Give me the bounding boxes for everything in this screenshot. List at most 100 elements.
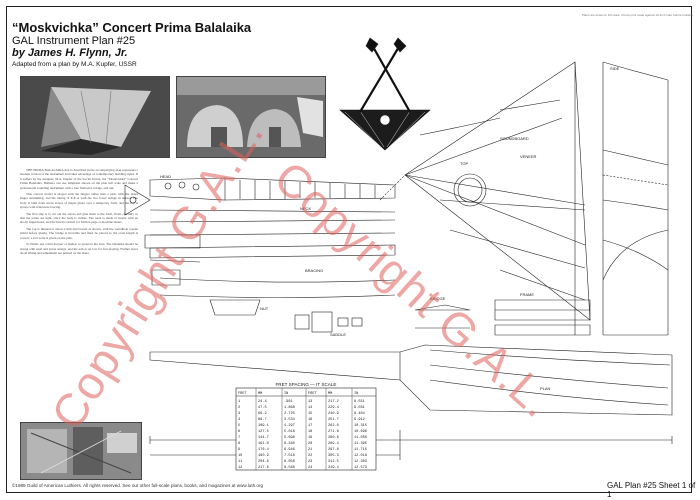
plan-subtitle: GAL Instrument Plan #25 bbox=[12, 35, 136, 47]
label-neck: NECK bbox=[300, 206, 311, 211]
fret-table-title: FRET SPACING — IT SCALE bbox=[275, 382, 336, 387]
fret-table-cell: 12 bbox=[238, 466, 242, 470]
fret-table-cell: 89.7 bbox=[258, 418, 267, 422]
fret-table-cell: 11.395 bbox=[354, 442, 367, 446]
intro-paragraph: The first step is to cut out the staves … bbox=[20, 211, 138, 225]
fret-table-cell: 21 bbox=[308, 448, 312, 452]
label-frame: FRAME bbox=[520, 292, 534, 297]
fret-table-cell: 11.056 bbox=[354, 436, 367, 440]
side-profile-view bbox=[602, 61, 669, 336]
photo-staves-image bbox=[177, 77, 325, 157]
fret-table-cell: 127.5 bbox=[258, 430, 269, 434]
fret-table-cell: 7.518 bbox=[284, 454, 295, 458]
intro-paragraph: This concert model is played with the fi… bbox=[20, 192, 138, 210]
fret-table-cell: 8.551 bbox=[354, 400, 365, 404]
fret-table-cell: 12.018 bbox=[354, 454, 367, 458]
fret-table-cell: 16 bbox=[308, 418, 312, 422]
balalaika-illustration bbox=[339, 37, 431, 151]
intro-paragraph: THE PRIMA BALALAIKA that is described in… bbox=[20, 168, 138, 190]
fret-table-cell: 6.340 bbox=[284, 442, 295, 446]
fret-table-cell: 109.1 bbox=[258, 424, 269, 428]
fret-table-cell: 47.5 bbox=[258, 406, 267, 410]
plan-title: “Moskvichka” Concert Prima Balalaika bbox=[12, 20, 252, 35]
fret-table-header: IN bbox=[354, 392, 358, 396]
fret-table-cell: 17 bbox=[308, 424, 312, 428]
fret-table-cell: 240.9 bbox=[328, 412, 339, 416]
fret-table-cell: 229.4 bbox=[328, 406, 339, 410]
head-side-view bbox=[144, 234, 261, 316]
label-soundboard: SOUNDBOARD bbox=[500, 136, 529, 141]
photo-workbench bbox=[20, 422, 142, 480]
fret-table-header: MM bbox=[328, 392, 332, 396]
fret-table-cell: .961 bbox=[284, 400, 293, 404]
fret-table-cell: 297.6 bbox=[328, 448, 339, 452]
photo-staves-on-form bbox=[176, 76, 326, 158]
fret-table-cell: 3 bbox=[238, 412, 240, 416]
photo-bowl-image bbox=[21, 77, 169, 157]
fret-table-cell: 9 bbox=[238, 448, 240, 452]
fret-table-cell: 24.4 bbox=[258, 400, 267, 404]
fret-table-cell: 6 bbox=[238, 430, 240, 434]
fret-table-cell: 9.912 bbox=[354, 418, 365, 422]
fret-table-cell: 5.018 bbox=[284, 430, 295, 434]
label-plan: PLAN bbox=[540, 386, 551, 391]
sheet-border bbox=[6, 6, 692, 493]
fret-table-cell: 22 bbox=[308, 454, 312, 458]
fret-table-cell: 190.9 bbox=[258, 454, 269, 458]
fret-table-header: IN bbox=[284, 392, 288, 396]
label-saddle: SADDLE bbox=[330, 332, 346, 337]
fret-table-cell: 312.5 bbox=[328, 460, 339, 464]
fret-table-cell: 161.0 bbox=[258, 442, 269, 446]
label-nut: NUT bbox=[260, 306, 269, 311]
fret-table-cell: 204.6 bbox=[258, 460, 269, 464]
fret-table-cell: 10 bbox=[238, 454, 242, 458]
detail-drawings bbox=[294, 299, 591, 336]
fret-table-cell: 280.8 bbox=[328, 436, 339, 440]
footer-plan-number: GAL Plan #25 Sheet 1 of 1 bbox=[607, 481, 696, 499]
fret-table-cell: 24 bbox=[308, 466, 312, 470]
fret-table-cell: 69.2 bbox=[258, 412, 267, 416]
fret-table-cell: 1.868 bbox=[284, 406, 295, 410]
fret-table-cell: 319.4 bbox=[328, 466, 339, 470]
intro-text: THE PRIMA BALALAIKA that is described in… bbox=[20, 168, 138, 436]
fret-table-cell: 217.2 bbox=[328, 400, 339, 404]
fret-table-cell: 10.315 bbox=[354, 424, 367, 428]
fret-table-cell: 2.725 bbox=[284, 412, 295, 416]
intro-paragraph: The top is thinned to about 2 mm and bra… bbox=[20, 226, 138, 240]
photo-bowl-assembly bbox=[20, 76, 170, 158]
fret-table-cell: 12.303 bbox=[354, 460, 367, 464]
label-top: TOP bbox=[460, 161, 468, 166]
fret-table-cell: 305.3 bbox=[328, 454, 339, 458]
fret-table-cell: 8.568 bbox=[284, 466, 295, 470]
fret-table-cell: 9.484 bbox=[354, 412, 365, 416]
fret-table-cell: 11 bbox=[238, 460, 242, 464]
fret-table-header: FRET bbox=[238, 392, 247, 396]
fret-table-cell: 23 bbox=[308, 460, 312, 464]
fret-table-cell: 2 bbox=[238, 406, 240, 410]
fret-table-cell: 14 bbox=[308, 406, 312, 410]
fret-table-cell: 251.7 bbox=[328, 418, 339, 422]
label-head: HEAD bbox=[160, 174, 171, 179]
top-plan-view bbox=[379, 61, 591, 335]
fret-table-cell: 271.6 bbox=[328, 430, 339, 434]
fret-table-cell: 8 bbox=[238, 442, 240, 446]
fret-table-cell: 11.715 bbox=[354, 448, 367, 452]
fret-table-cell: 18 bbox=[308, 430, 312, 434]
fret-table-cell: 20 bbox=[308, 442, 312, 446]
footer-copyright: ©1989 Guild of American Luthiers. All ri… bbox=[12, 483, 264, 488]
fret-table-cell: 289.4 bbox=[328, 442, 339, 446]
neck-plan-view bbox=[124, 177, 396, 298]
fret-table-header: MM bbox=[258, 392, 262, 396]
fret-table-cell: 144.7 bbox=[258, 436, 269, 440]
fret-table-cell: 4.297 bbox=[284, 424, 295, 428]
drawing-labels: HEAD NECK BRACING BRIDGE NUT TOP SIDE PL… bbox=[160, 66, 620, 391]
fret-table-cell: 6.946 bbox=[284, 448, 295, 452]
fret-table-cell: 1 bbox=[238, 400, 240, 404]
fret-table-cell: 10.696 bbox=[354, 430, 367, 434]
fret-table-cell: 4 bbox=[238, 418, 240, 422]
label-veneer: VENEER bbox=[520, 154, 537, 159]
plan-author: by James H. Flynn, Jr. bbox=[12, 47, 128, 59]
photo-workbench-image bbox=[21, 423, 141, 479]
